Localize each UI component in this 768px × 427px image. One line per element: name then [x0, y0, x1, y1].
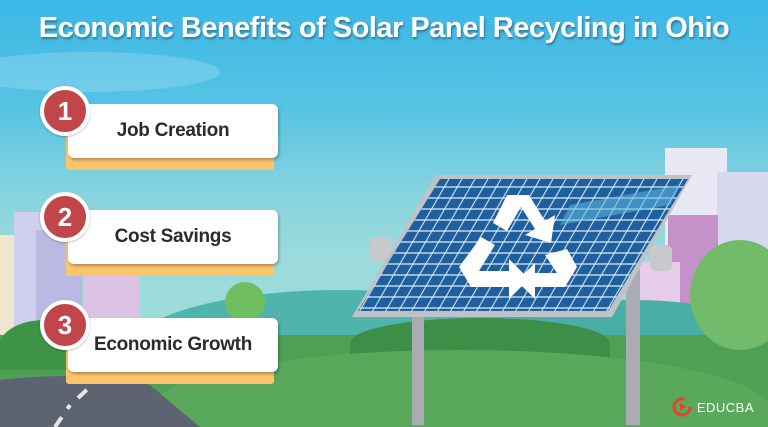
educba-logo: EDUCBA — [672, 397, 754, 417]
tree-right — [690, 240, 768, 350]
number-badge: 3 — [40, 300, 90, 350]
panel-post-right — [626, 265, 640, 425]
educba-logo-icon — [672, 397, 692, 417]
recycle-icon — [459, 195, 577, 299]
page-title: Economic Benefits of Solar Panel Recycli… — [38, 11, 730, 44]
benefit-card-2: Cost Savings 2 — [40, 192, 288, 276]
road — [0, 376, 200, 427]
benefit-label: Economic Growth — [68, 318, 278, 372]
tree-small — [225, 282, 265, 322]
solar-panel-illustration — [352, 175, 692, 425]
sky-swoosh — [0, 52, 220, 92]
benefit-card-1: Job Creation 1 — [40, 86, 288, 170]
benefit-label: Job Creation — [68, 104, 278, 158]
benefit-card-3: Economic Growth 3 — [40, 300, 288, 384]
brand-name: EDUCBA — [696, 399, 754, 415]
panel-post-left — [412, 305, 424, 425]
panel-bolt-right — [650, 245, 672, 271]
panel-bolt-left — [370, 237, 392, 261]
benefit-label: Cost Savings — [68, 210, 278, 264]
number-badge: 1 — [40, 86, 90, 136]
number-badge: 2 — [40, 192, 90, 242]
